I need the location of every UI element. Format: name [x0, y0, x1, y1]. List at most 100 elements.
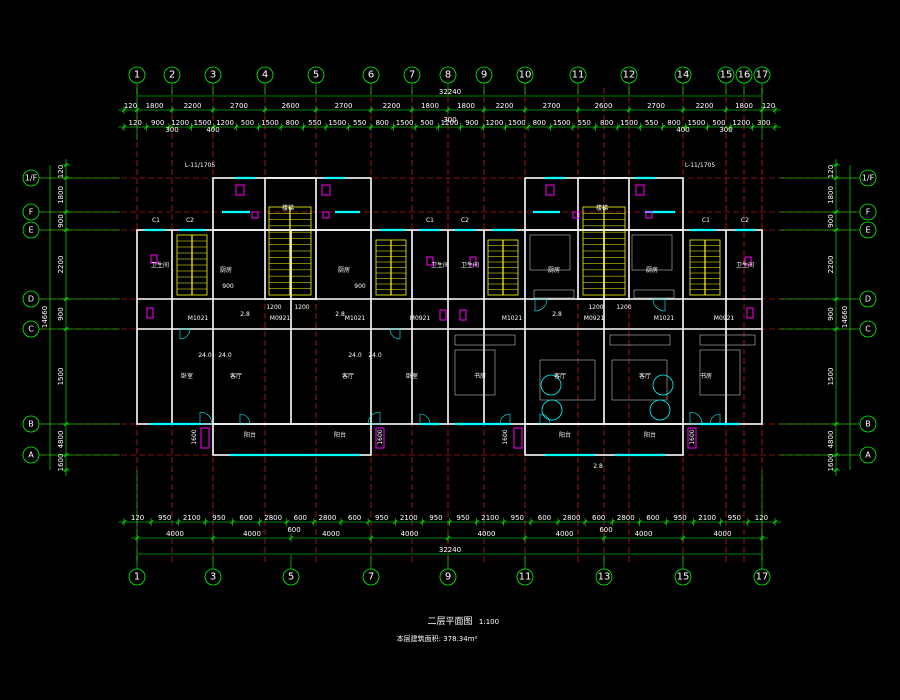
fixture-marker: [459, 309, 467, 321]
dim-right-value: 120: [827, 165, 835, 178]
dim-top-2-value: 1500: [620, 119, 638, 127]
dim-bottom-1-value: 950: [456, 514, 469, 522]
dim-right-value: 2200: [827, 256, 835, 274]
dim-top-1-value: 2200: [184, 102, 202, 110]
fixture-marker: [645, 211, 653, 219]
window-tag: C2: [741, 217, 749, 224]
dim-top-2-slash: [233, 124, 239, 130]
dim-top-2-slash: [368, 124, 374, 130]
room-label: 楼梯: [282, 204, 294, 212]
fixture-marker: [687, 427, 697, 449]
axis-label-left: E: [28, 226, 33, 235]
dim-top-2-slash: [570, 124, 576, 130]
door-swing: [199, 411, 213, 425]
dim-top-1-slash: [723, 107, 729, 113]
furniture: [454, 349, 496, 396]
balcony-left: [212, 423, 372, 456]
stair-core-left: [212, 177, 372, 231]
fixture-marker: [150, 254, 158, 264]
dim-top-2-slash: [301, 124, 306, 130]
furniture-round: [541, 399, 563, 421]
dim-left-value: 4800: [57, 431, 65, 449]
door-tag: M1021: [502, 315, 523, 322]
axis-label-bottom: 1: [134, 572, 140, 583]
dim-top-3-value: 300: [719, 126, 732, 134]
fixture-marker: [572, 211, 580, 219]
dim-top-2-slash: [638, 124, 643, 130]
dim-top-2-value: 1500: [194, 119, 212, 127]
axis-label-bottom: 15: [677, 572, 690, 583]
dim-mark: 900: [222, 283, 234, 290]
dim-top-2-value: 1200: [171, 119, 189, 127]
dim-bottom-1-slash: [745, 519, 751, 525]
dim-left-value: 1600: [57, 454, 65, 472]
dim-bottom-1-slash: [338, 519, 344, 525]
furniture: [539, 359, 596, 401]
dim-bottom-2-value: 4000: [714, 530, 732, 538]
room-label: 厨房: [646, 266, 658, 274]
dim-bottom-1-slash: [257, 519, 262, 525]
axis-label-top: 15: [720, 70, 733, 81]
axis-label-right: A: [865, 451, 871, 460]
window-tag: C2: [461, 217, 469, 224]
dim-top-2-slash: [144, 124, 149, 130]
room-label: 卧室: [406, 372, 418, 380]
axis-label-bottom: 9: [445, 572, 451, 583]
stair-unit-1: [176, 234, 208, 296]
dim-top-2-value: 550: [645, 119, 658, 127]
dim-top-2-value: 800: [375, 119, 388, 127]
dim-top-1-value: 1800: [146, 102, 164, 110]
dim-left-slash: [63, 467, 69, 473]
dim-top-2-slash: [166, 124, 172, 130]
door-swing: [652, 298, 666, 312]
dim-left-value: 2200: [57, 256, 65, 274]
annotation-layer: 卧室客厅客厅卧室书房客厅客厅书房阳台阳台阳台阳台卫生间卫生间卫生间卫生间厨房厨房…: [151, 162, 754, 470]
axis-label-bottom: 5: [288, 572, 294, 583]
door-swing: [539, 413, 551, 425]
dim-bottom-2-value: 4000: [478, 530, 496, 538]
dim-right-slash: [833, 467, 839, 473]
dim-top-3-value: 300: [443, 116, 456, 124]
dim-top-2-value: 1500: [508, 119, 526, 127]
dim-bottom-total-value: 32240: [439, 546, 461, 554]
dim-mark: 1600: [689, 429, 696, 444]
room-label: 厨房: [338, 266, 350, 274]
dim-left-value: 900: [57, 307, 65, 320]
dim-left-value: 120: [57, 165, 65, 178]
level-label: 24.0: [348, 352, 362, 359]
dim-right-slash: [833, 162, 839, 168]
dim-top-2-value: 800: [286, 119, 299, 127]
dim-bottom-1-slash: [365, 519, 371, 525]
room-label: 卧室: [181, 372, 193, 380]
dim-top-1-value: 120: [124, 102, 137, 110]
axis-label-right: B: [865, 420, 871, 429]
furniture: [633, 289, 675, 299]
dim-bottom-1-slash: [392, 519, 398, 525]
dim-top-2-value: 800: [667, 119, 680, 127]
door-tag: M1021: [654, 315, 675, 322]
dim-bottom-1-value: 600: [592, 514, 605, 522]
axis-label-bottom: 13: [598, 572, 611, 583]
axis-label-bottom: 7: [368, 572, 374, 583]
axis-label-left: F: [29, 208, 34, 217]
dim-top-1-slash: [481, 107, 487, 113]
detail-callout: L-11/1705: [685, 162, 716, 169]
axis-label-right: D: [865, 295, 871, 304]
dim-top-2-slash: [548, 124, 553, 130]
dim-top-1-slash: [368, 107, 374, 113]
room-label: 卫生间: [461, 261, 479, 269]
dim-bottom-1-slash: [311, 519, 317, 525]
dim-top-1-slash: [575, 107, 581, 113]
dim-top-2-slash: [256, 124, 261, 130]
dim-bottom-1-value: 2800: [264, 514, 282, 522]
fixture-marker: [513, 427, 523, 449]
dim-top-2-value: 1500: [261, 119, 279, 127]
dim-bottom-1-value: 2100: [183, 514, 201, 522]
room-label: 阳台: [559, 431, 571, 439]
furniture: [699, 334, 756, 346]
room-label: 阳台: [244, 431, 256, 439]
stair-unit-4: [689, 239, 721, 296]
dim-bottom-1-value: 2800: [617, 514, 635, 522]
dim-top-2-value: 900: [151, 119, 164, 127]
dim-bottom-1-value: 950: [511, 514, 524, 522]
